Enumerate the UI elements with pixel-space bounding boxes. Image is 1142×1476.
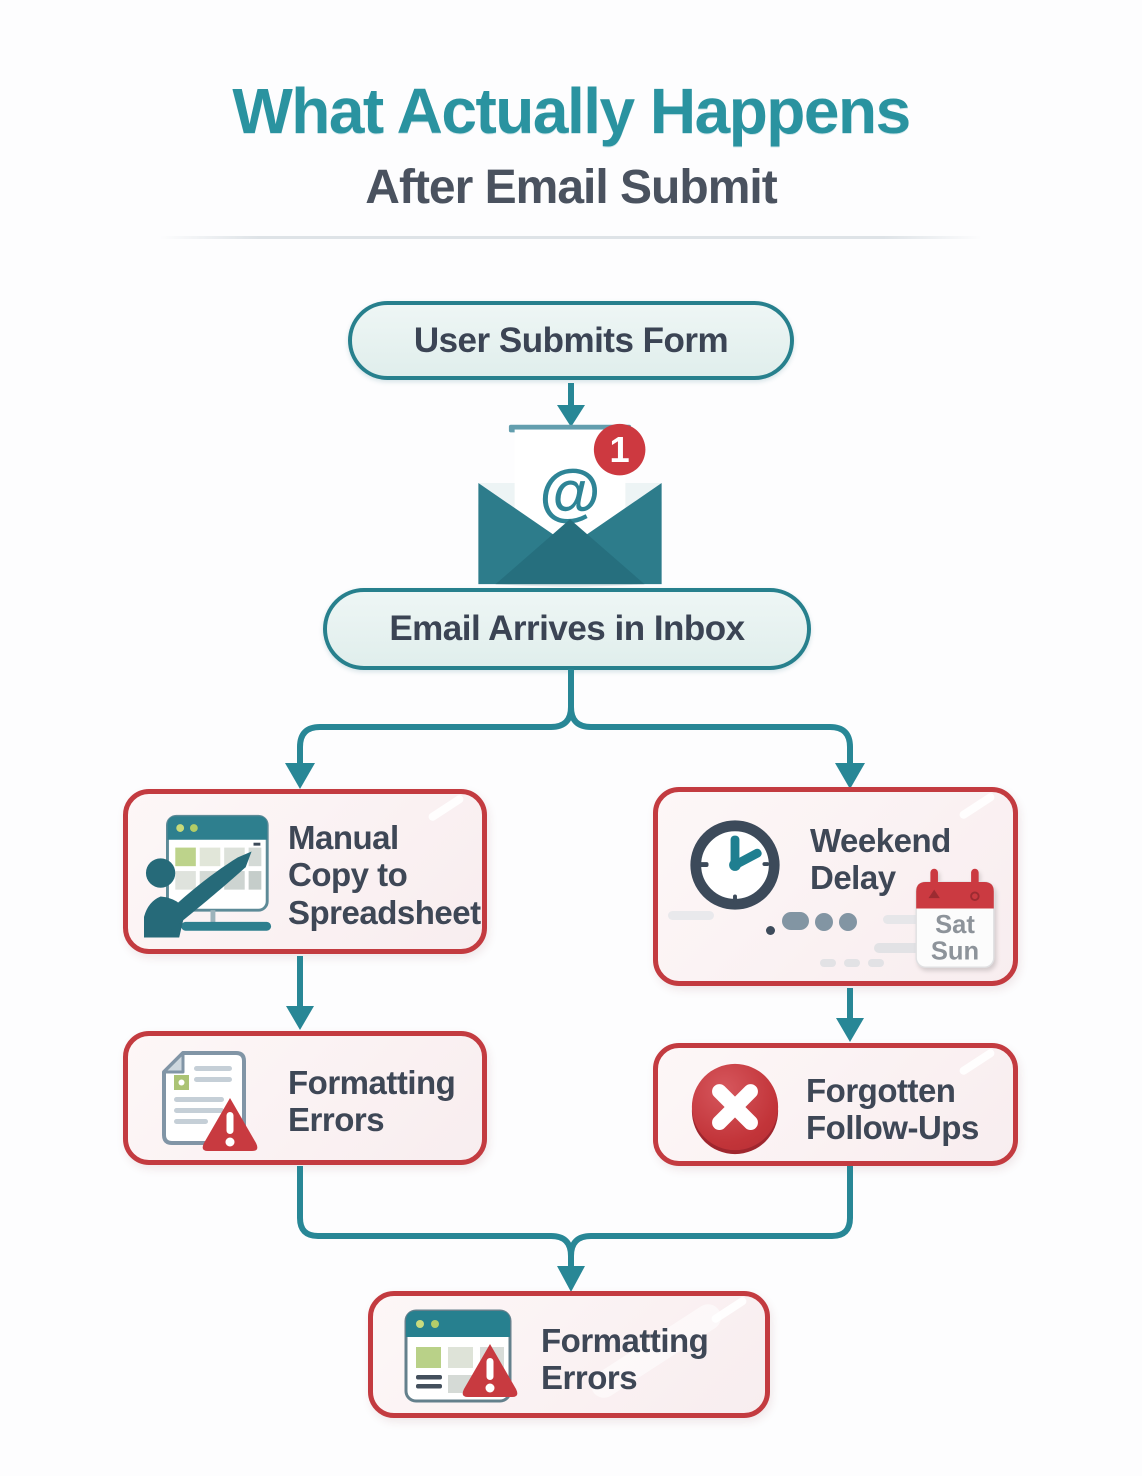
clock-icon <box>690 820 780 910</box>
trail-dot <box>782 912 809 930</box>
node-user-submits-form-label: User Submits Form <box>413 320 729 360</box>
branch-connector <box>285 669 865 789</box>
gloss-highlight <box>427 793 465 823</box>
node-formatting-errors: Formatting Errors <box>123 1031 487 1165</box>
at-symbol: @ <box>539 458 600 528</box>
gloss-highlight <box>958 791 996 821</box>
weekend-calendar-icon: Sat Sun <box>915 868 995 968</box>
calendar-day-sat: Sat <box>935 911 975 939</box>
trail-dot <box>815 913 833 931</box>
node-weekend-delay: Sat Sun Weekend Delay <box>653 787 1018 986</box>
unread-badge <box>593 423 646 476</box>
spreadsheet-person-icon <box>144 814 272 938</box>
calendar-day-sun: Sun <box>931 938 979 966</box>
node-forgotten-followups: Forgotten Follow-Ups <box>653 1043 1018 1166</box>
motion-dash <box>844 959 860 967</box>
trail-dot <box>839 913 857 931</box>
node-manual-copy-label: Manual Copy to Spreadsheet <box>288 819 481 931</box>
motion-dash <box>820 959 836 967</box>
motion-line <box>874 943 922 953</box>
arrow-manual-to-formatting <box>286 956 314 1030</box>
converge-connector <box>297 1166 853 1292</box>
title-divider <box>160 236 982 239</box>
warning-triangle-icon <box>462 1344 518 1397</box>
node-formatting-errors-label: Formatting Errors <box>288 1064 456 1139</box>
email-envelope-icon: @ 1 <box>478 423 662 587</box>
arrow-submit-to-email-icon <box>557 383 585 427</box>
warning-triangle-icon <box>202 1098 258 1151</box>
arrow-weekend-to-forgotten <box>836 988 864 1042</box>
spreadsheet-warning-icon <box>404 1309 518 1403</box>
trail-dot <box>766 926 775 935</box>
motion-dash <box>868 959 884 967</box>
node-manual-copy: Manual Copy to Spreadsheet <box>123 789 487 954</box>
node-final-formatting-errors-label: Formatting Errors <box>541 1322 709 1397</box>
node-user-submits-form: User Submits Form <box>348 301 794 380</box>
unread-badge-count: 1 <box>610 429 630 470</box>
node-email-arrives-label: Email Arrives in Inbox <box>389 609 745 648</box>
motion-line <box>883 915 925 924</box>
node-weekend-delay-label: Weekend Delay <box>810 822 951 897</box>
document-warning-icon <box>162 1051 258 1151</box>
x-circle-icon <box>691 1063 779 1155</box>
node-email-arrives: Email Arrives in Inbox <box>323 588 811 670</box>
motion-line <box>668 911 714 920</box>
node-forgotten-followups-label: Forgotten Follow-Ups <box>806 1072 979 1147</box>
node-final-formatting-errors: Formatting Errors <box>368 1291 770 1418</box>
page-subtitle: After Email Submit <box>365 161 777 214</box>
page-title: What Actually Happens <box>232 75 911 147</box>
